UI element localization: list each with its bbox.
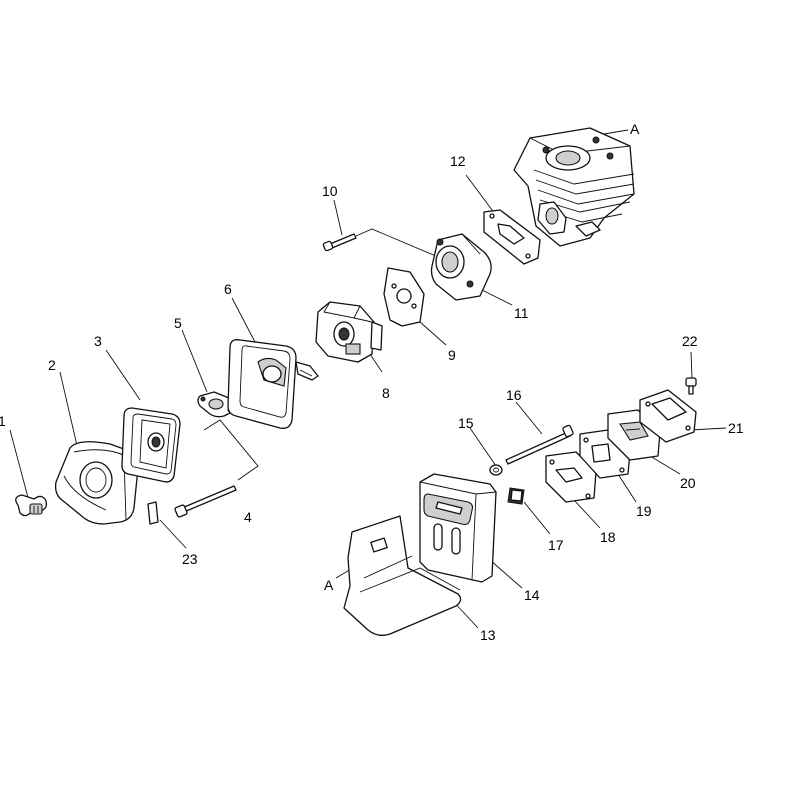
part-a-cylinder <box>513 127 635 247</box>
part-3-filter-element <box>121 407 181 483</box>
callout-2: 2 <box>48 357 56 373</box>
part-17-small-square <box>507 487 525 505</box>
callout-a-bottom: A <box>324 577 334 593</box>
part-15-washer <box>489 464 503 476</box>
part-10-bolt <box>322 233 357 252</box>
callout-21: 21 <box>728 420 744 436</box>
callout-20: 20 <box>680 475 696 491</box>
callout-13: 13 <box>480 627 496 643</box>
part-22-screw <box>685 377 697 395</box>
part-12-gasket <box>483 209 541 265</box>
part-18-gasket <box>545 451 597 503</box>
callout-12: 12 <box>450 153 466 169</box>
part-11-intake-manifold <box>430 233 492 301</box>
callout-10: 10 <box>322 183 338 199</box>
callout-15: 15 <box>458 415 474 431</box>
part-1-wing-nut <box>15 494 48 517</box>
part-23-small-gasket <box>147 501 159 525</box>
callout-4: 4 <box>244 509 252 525</box>
part-4-long-bolt <box>174 485 237 518</box>
callout-6: 6 <box>224 281 232 297</box>
callout-8: 8 <box>382 385 390 401</box>
callout-16: 16 <box>506 387 522 403</box>
callout-18: 18 <box>600 529 616 545</box>
callout-22: 22 <box>682 333 698 349</box>
callout-11: 11 <box>514 305 529 321</box>
part-14-muffler <box>419 473 497 583</box>
callout-17: 17 <box>548 537 564 553</box>
part-9-gasket <box>383 267 425 327</box>
callout-9: 9 <box>448 347 456 363</box>
part-16-long-stud <box>505 424 574 465</box>
part-6-air-box-base <box>227 339 319 429</box>
part-13-heat-shield <box>343 515 462 636</box>
part-21-exhaust-gasket <box>639 389 697 443</box>
callout-23: 23 <box>182 551 198 567</box>
callout-19: 19 <box>636 503 652 519</box>
callout-1: 1 <box>0 413 6 429</box>
callout-a-top: A <box>630 121 640 137</box>
callout-3: 3 <box>94 333 102 349</box>
part-8-carburetor <box>315 301 383 363</box>
callout-labels: 1 2 3 4 5 6 8 9 10 11 12 13 14 15 16 17 … <box>0 121 744 643</box>
callout-14: 14 <box>524 587 540 603</box>
callout-5: 5 <box>174 315 182 331</box>
